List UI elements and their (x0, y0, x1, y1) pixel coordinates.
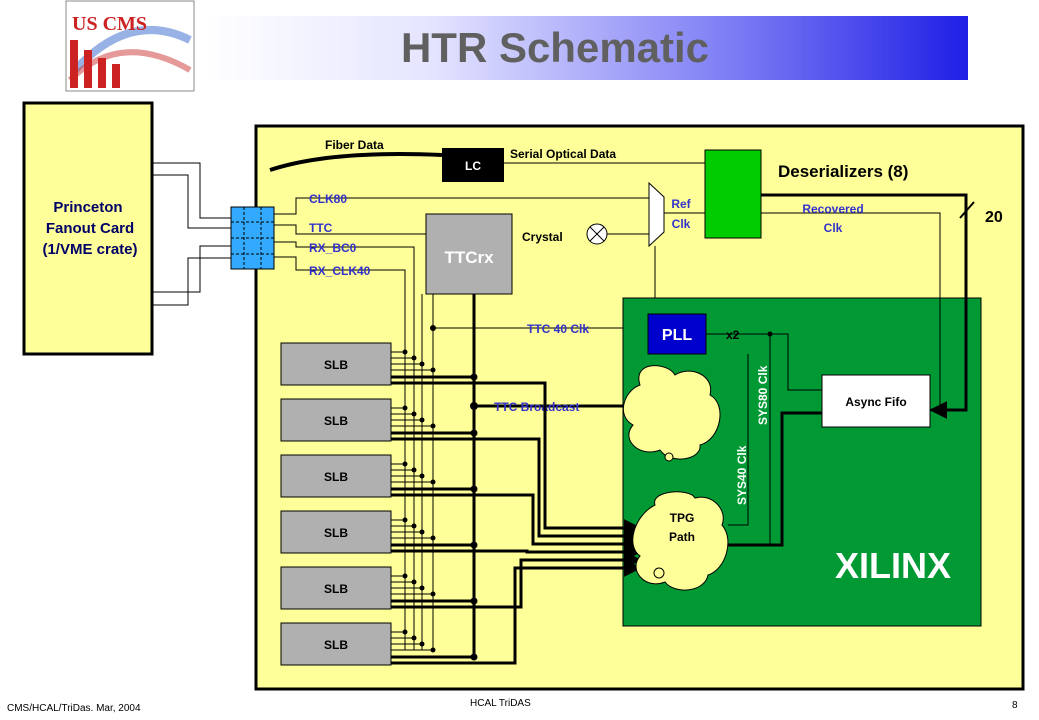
lc-connector (442, 148, 504, 182)
deserializers-label: Deserializers (8) (778, 162, 908, 181)
ref-clk-label-1: Ref (671, 197, 691, 211)
slb-label: SLB (324, 526, 348, 540)
tpg-path-cloud: TPG Path (632, 491, 729, 591)
fanout-cables (152, 162, 235, 306)
slb-module: SLB (280, 510, 642, 561)
slb-module: SLB (280, 551, 642, 610)
slb-label: SLB (324, 582, 348, 596)
ttc-broadcast-label: TTC Broadcast (494, 400, 579, 414)
recovered-clk-label-2: Clk (824, 221, 843, 235)
ttcrx-chip (425, 213, 513, 295)
signal-label-clk80: CLK80 (309, 192, 347, 206)
footer-page-number: 8 (1012, 700, 1018, 711)
slb-label: SLB (324, 414, 348, 428)
title-banner (205, 16, 968, 80)
ttc-40-clk-label: TTC 40 Clk (527, 322, 589, 336)
ttc-connector (230, 206, 275, 270)
slb-label: SLB (324, 358, 348, 372)
slb-array: SLB SLB SLB SLB SLB SLB (280, 342, 642, 666)
pll-block (647, 313, 707, 355)
serial-optical-label: Serial Optical Data (510, 147, 616, 161)
sys40-clk-label: SYS40 Clk (735, 445, 749, 505)
x2-label: x2 (726, 328, 740, 342)
sys80-clk-label: SYS80 Clk (756, 365, 770, 425)
xilinx-label: XILINX (835, 545, 951, 586)
footer-center: HCAL TriDAS (470, 698, 531, 709)
recovered-clk-label-1: Recovered (802, 202, 863, 216)
ref-clk-label-2: Clk (672, 217, 691, 231)
footer-left: CMS/HCAL/TriDas. Mar, 2004 (7, 703, 141, 714)
clock-mux (648, 181, 665, 248)
fanout-card-line1: Princeton (53, 199, 122, 216)
ttc-logic-cloud (622, 365, 721, 462)
uscms-logo: US CMS (65, 0, 195, 92)
signal-label-ttc: TTC (309, 221, 333, 235)
async-fifo-label: Async Fifo (845, 395, 906, 409)
fiber-cable (269, 152, 443, 172)
ttc-distribution-buses (421, 294, 623, 654)
slb-label: SLB (324, 470, 348, 484)
deserializer (704, 149, 762, 239)
ttc-signal-lines (274, 197, 656, 650)
page-title: HTR Schematic (400, 24, 710, 71)
slb-module: SLB (280, 559, 642, 666)
crystal-label: Crystal (522, 230, 563, 244)
fanout-card: Princeton Fanout Card (1/VME crate) (22, 101, 154, 356)
slb-label: SLB (324, 638, 348, 652)
ttcrx-label: TTCrx (444, 248, 494, 267)
async-fifo (821, 374, 931, 428)
lc-label: LC (465, 159, 481, 173)
pll-label: PLL (662, 327, 692, 344)
slb-module: SLB (280, 454, 642, 553)
slb-module: SLB (280, 342, 642, 537)
bus-width-label: 20 (985, 209, 1003, 226)
fiber-data-label: Fiber Data (325, 138, 384, 152)
fifo-to-tpg-bus (728, 411, 822, 547)
tpg-label-2: Path (669, 530, 695, 544)
slb-module: SLB (280, 398, 642, 545)
logo-text: US CMS (72, 13, 147, 35)
fanout-card-line3: (1/VME crate) (42, 241, 137, 258)
signal-label-rx-clk40: RX_CLK40 (309, 264, 371, 278)
signal-label-rx-bc0: RX_BC0 (309, 241, 357, 255)
tpg-label-1: TPG (670, 511, 695, 525)
fanout-card-line2: Fanout Card (46, 220, 134, 237)
data-bus-20 (761, 193, 968, 419)
